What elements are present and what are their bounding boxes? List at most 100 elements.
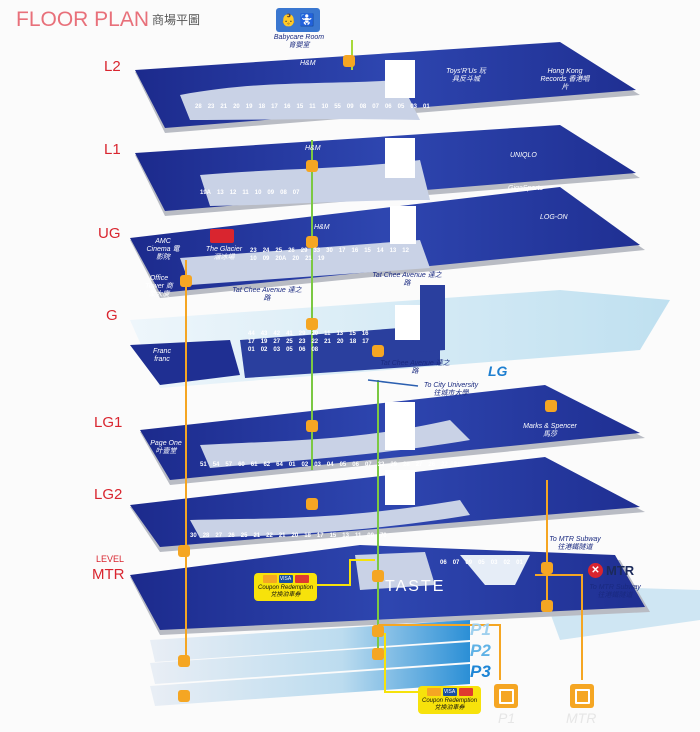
shop-number[interactable]: 04 [326,462,334,468]
shop-number[interactable]: 08 [280,190,287,196]
shop-number[interactable]: 09 [267,190,275,196]
shop-number[interactable]: 15 [349,331,356,337]
shop-number[interactable]: 03 [490,560,498,566]
tenant-hm-ug[interactable]: H&M [314,224,330,231]
shop-number[interactable]: 21 [324,339,331,345]
shop-number[interactable]: 07 [452,560,460,566]
shop-number[interactable]: 21 [305,256,312,262]
shop-number[interactable]: 01 [248,347,255,353]
shop-number[interactable]: 62 [263,462,271,468]
shop-number[interactable]: 22 [441,462,448,468]
shop-number[interactable]: 32 [377,462,385,468]
shop-number[interactable]: 21 [253,533,261,539]
shop-number[interactable]: 21 [278,533,286,539]
shop-number[interactable]: 27 [273,339,281,345]
shop-number[interactable]: 02 [260,347,268,353]
tenant-taste[interactable]: TASTE [385,578,446,595]
shop-number[interactable]: 09 [262,256,270,262]
tenant-hm-l1[interactable]: H&M [305,145,321,152]
shop-number[interactable]: 29 [300,248,308,254]
shop-number[interactable]: 01 [516,560,523,566]
shop-number[interactable]: 11 [242,190,249,196]
shop-number[interactable]: 11 [354,533,362,539]
shop-number[interactable]: 55 [334,104,341,110]
shop-number[interactable]: 15 [329,533,337,539]
shop-number[interactable]: 05 [286,347,293,353]
shop-number[interactable]: 21 [220,104,228,110]
shop-number[interactable]: 42 [273,331,281,337]
shop-number[interactable]: 27 [215,533,223,539]
shop-number[interactable]: 20 [336,339,344,345]
shop-number[interactable]: 26 [288,248,295,254]
shop-number[interactable]: 29 [390,462,397,468]
tenant-francfranc[interactable]: Franc franc [153,348,171,363]
shop-number[interactable]: 08 [359,104,367,110]
shop-number[interactable]: 12 [402,248,409,254]
shop-number[interactable]: 41 [286,331,293,337]
shop-number[interactable]: 22 [266,533,273,539]
shop-number[interactable]: 06 [440,560,447,566]
tenant-gigasports[interactable]: GigaSports [508,185,544,192]
shop-number[interactable]: 20 [233,104,240,110]
tenant-the-glacier[interactable]: The Glacier 溜冰場 [205,246,243,261]
shop-number[interactable]: 23 [250,248,257,254]
shop-number[interactable]: 03 [273,347,281,353]
shop-number[interactable]: 05 [397,104,405,110]
tenant-toysrus[interactable]: Toys'R'Us 玩具反斗城 [446,68,486,83]
shop-number[interactable]: 09 [367,533,374,539]
shop-number[interactable]: 11 [324,331,331,337]
shop-number[interactable]: 02 [503,560,511,566]
shop-number[interactable]: 27 [415,462,423,468]
shop-number[interactable]: 14 [376,248,384,254]
shop-number[interactable]: 07 [372,104,379,110]
shop-number[interactable]: 17 [338,248,346,254]
shop-number[interactable]: 28 [202,533,210,539]
tenant-uniqlo[interactable]: UNIQLO [510,152,537,159]
shop-number[interactable]: 61 [250,462,258,468]
tenant-amc-cinema[interactable]: AMC Cinema 電影院 [146,238,180,261]
shop-number[interactable]: 03 [314,462,321,468]
shop-number[interactable]: 19 [245,104,253,110]
shop-number[interactable]: 13 [342,533,349,539]
shop-number[interactable]: 22 [311,339,319,345]
shop-number[interactable]: 13 [217,190,224,196]
shop-number[interactable]: 17 [316,533,324,539]
tenant-marks-spencer[interactable]: Marks & Spencer 馬莎 [523,423,577,438]
shop-number[interactable]: 05 [478,560,485,566]
shop-number[interactable]: 17 [248,339,255,345]
shop-number[interactable]: 30 [190,533,197,539]
shop-number[interactable]: 28 [403,462,410,468]
shop-number[interactable]: 15 [364,248,371,254]
shop-number[interactable]: 17 [271,104,278,110]
shop-number[interactable]: 17 [362,339,369,345]
shop-number[interactable]: 21 [453,462,461,468]
shop-number[interactable]: 64 [276,462,283,468]
tenant-log-on[interactable]: LOG-ON [540,214,568,221]
shop-number[interactable]: 28 [195,104,202,110]
shop-number[interactable]: 13 [336,331,344,337]
shop-number[interactable]: 19A [200,190,212,196]
shop-number[interactable]: 03 [410,104,418,110]
shop-number[interactable]: 25 [240,533,248,539]
shop-number[interactable]: 19 [260,339,268,345]
shop-number[interactable]: 07 [364,462,372,468]
shop-number[interactable]: 20 [292,256,300,262]
shop-number[interactable]: 09 [346,104,354,110]
shop-number[interactable]: 06 [384,104,392,110]
shop-number[interactable]: 09 [465,560,473,566]
shop-number[interactable]: 54 [212,462,220,468]
shop-number[interactable]: 26 [428,462,436,468]
shop-number[interactable]: 51 [200,462,207,468]
shop-number[interactable]: 12 [229,190,237,196]
shop-number[interactable]: 19 [317,256,325,262]
shop-number[interactable]: 57 [225,462,233,468]
shop-number[interactable]: 08 [311,347,319,353]
shop-number[interactable]: 23 [298,339,306,345]
shop-number[interactable]: 18 [304,533,311,539]
shop-number[interactable]: 25 [275,248,283,254]
shop-number[interactable]: 20 [311,331,319,337]
shop-number[interactable]: 10 [250,256,257,262]
shop-number[interactable]: 02 [301,462,309,468]
shop-number[interactable]: 29 [298,331,306,337]
shop-number[interactable]: 43 [260,331,268,337]
